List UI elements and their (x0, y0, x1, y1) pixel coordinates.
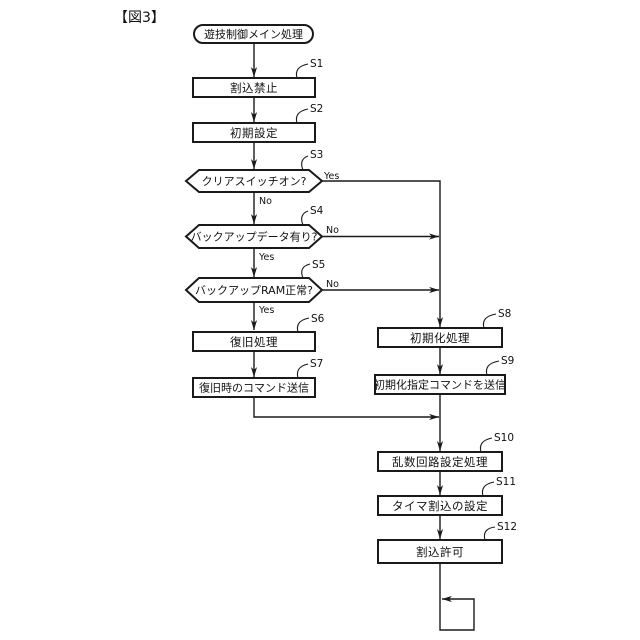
edge-s12-main-loop (439, 563, 475, 631)
step-s7-ref: S7 (310, 358, 323, 370)
edge-s7-merge-s10 (253, 397, 439, 421)
decision-s5-shape (184, 277, 324, 303)
decision-s4-label: バックアップデータ有り? (191, 230, 318, 244)
step-s8-box (377, 327, 503, 348)
step-s11-leader (481, 481, 495, 497)
step-s9-box (374, 374, 506, 395)
step-s12-leader (483, 526, 496, 541)
step-s9-leader (485, 360, 500, 376)
step-s8-leader (482, 313, 497, 329)
step-s1-box (192, 77, 316, 98)
edge-s4-yes-label: Yes (258, 252, 274, 263)
step-s6-label: 復旧処理 (230, 335, 278, 349)
step-s11-label: タイマ割込の設定 (392, 499, 488, 513)
step-s6-node: 復旧処理 S6 (192, 313, 325, 352)
step-s6-leader (296, 317, 310, 333)
decision-s3-shape (184, 169, 324, 193)
step-s1-leader (295, 63, 309, 79)
step-s7-label: 復旧時のコマンド送信 (199, 381, 309, 395)
step-s9-node: 初期化指定コマンドを送信 S9 (374, 355, 514, 395)
step-s7-node: 復旧時のコマンド送信 S7 (192, 358, 323, 398)
decision-s3-node: クリアスイッチオン? S3 Yes No (184, 149, 339, 207)
step-s1-node: 割込禁止 S1 (192, 58, 323, 98)
edge-s3-yes-label: Yes (323, 171, 339, 182)
step-s11-node: タイマ割込の設定 S11 (377, 476, 516, 516)
step-leaders (295, 63, 500, 541)
step-s5-leader (301, 263, 311, 279)
step-s7-leader (296, 363, 309, 379)
step-s10-box (377, 451, 503, 472)
step-s11-ref: S11 (496, 476, 516, 488)
step-s4-ref: S4 (310, 205, 324, 217)
step-s2-box (192, 122, 316, 143)
step-s4-leader (301, 210, 309, 226)
step-s12-label: 割込許可 (416, 545, 464, 559)
step-s2-leader (295, 108, 309, 124)
step-s1-label: 割込禁止 (230, 81, 278, 95)
step-s12-ref: S12 (497, 521, 517, 533)
edges (250, 43, 475, 631)
decision-s4-shape (184, 224, 324, 249)
step-s10-ref: S10 (494, 432, 514, 444)
step-s3-leader (301, 155, 309, 171)
step-s10-label: 乱数回路設定処理 (392, 455, 488, 469)
decision-s5-label: バックアップRAM正常? (195, 284, 313, 297)
step-s8-node: 初期化処理 S8 (377, 308, 511, 348)
step-s8-ref: S8 (498, 308, 511, 320)
step-s10-node: 乱数回路設定処理 S10 (377, 432, 514, 472)
edge-s3-no-label: No (259, 196, 272, 207)
decision-s4-node: バックアップデータ有り? S4 No Yes (184, 205, 339, 263)
edge-s4-no-label: No (326, 225, 339, 236)
step-s9-ref: S9 (501, 355, 514, 367)
edge-s5-no-label: No (326, 279, 339, 290)
step-s1-ref: S1 (310, 58, 323, 70)
start-node-shape (193, 24, 314, 44)
edge-s5-yes-label: Yes (258, 305, 274, 316)
step-s8-label: 初期化処理 (410, 331, 470, 345)
step-s12-node: 割込許可 S12 (377, 521, 517, 564)
decision-s5-node: バックアップRAM正常? S5 No Yes (184, 259, 339, 316)
edge-s3-yes-s8 (322, 180, 444, 327)
start-node: 遊技制御メイン処理 (193, 24, 314, 44)
decision-s3-label: クリアスイッチオン? (202, 175, 307, 188)
step-s10-leader (479, 437, 493, 453)
step-s2-label: 初期設定 (230, 126, 278, 140)
figure-caption: 【図3】 (114, 10, 165, 26)
start-node-label: 遊技制御メイン処理 (204, 27, 303, 41)
step-s11-box (377, 495, 503, 516)
step-s3-ref: S3 (310, 149, 323, 161)
step-s6-ref: S6 (311, 313, 325, 325)
step-s7-box (192, 377, 316, 398)
step-s12-box (377, 539, 503, 564)
step-s2-ref: S2 (310, 103, 323, 115)
step-s6-box (192, 331, 316, 352)
step-s2-node: 初期設定 S2 (192, 103, 323, 143)
step-s9-label: 初期化指定コマンドを送信 (374, 378, 506, 392)
step-s5-ref: S5 (312, 259, 325, 271)
